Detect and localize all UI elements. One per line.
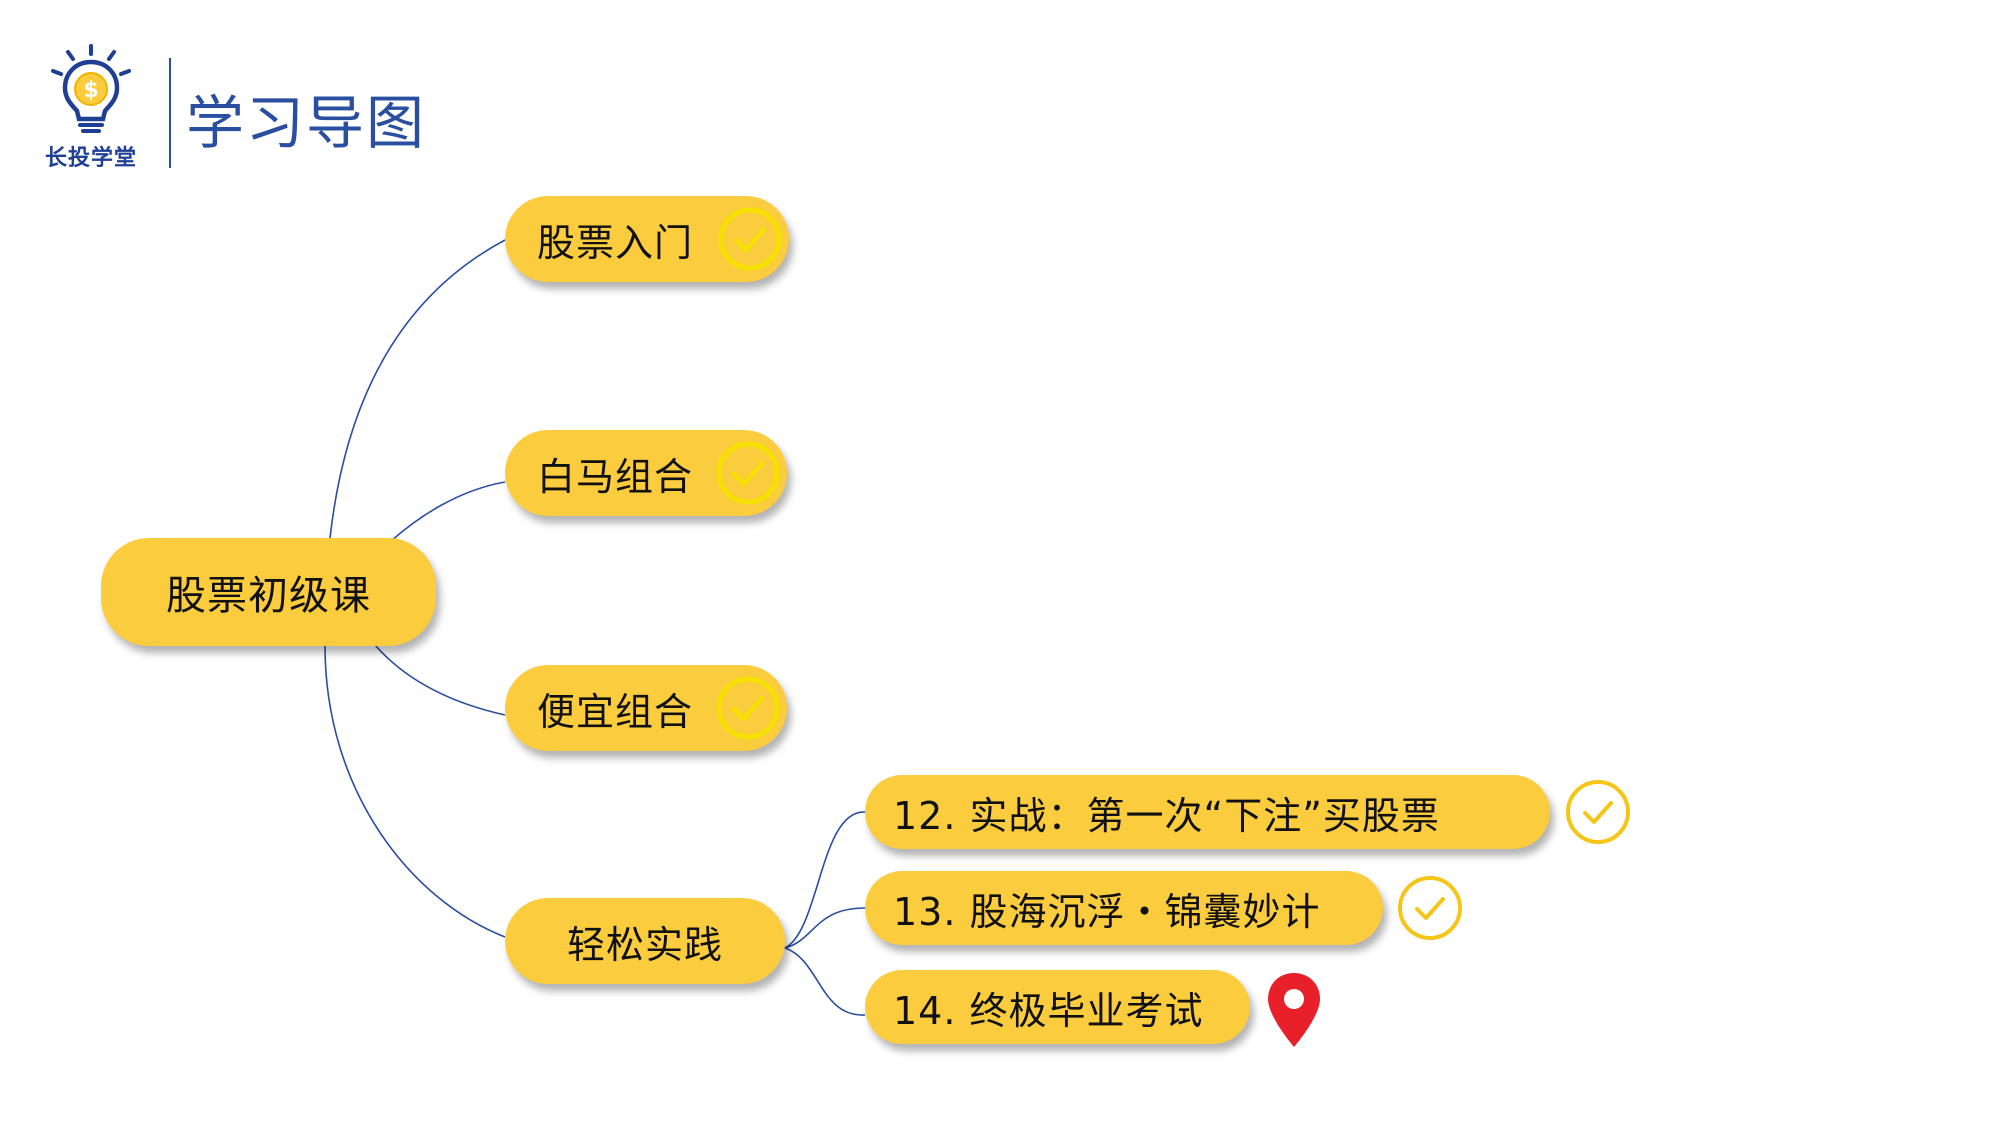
svg-text:$: $ <box>83 78 98 103</box>
leaf-node-label: 12. 实战：第一次“下注”买股票 <box>893 793 1440 838</box>
check-circle-icon <box>718 207 782 271</box>
check-circle-icon <box>716 676 780 740</box>
leaf-node-lesson-12[interactable]: 12. 实战：第一次“下注”买股票 <box>865 775 1550 849</box>
page-title: 学习导图 <box>186 89 427 157</box>
connector-root-to-branch-4 <box>324 645 506 938</box>
leaf-node-label: 14. 终极毕业考试 <box>893 988 1204 1033</box>
leaf-node-label: 13. 股海沉浮・锦囊妙计 <box>893 889 1321 934</box>
leaf-node-lesson-14[interactable]: 14. 终极毕业考试 <box>865 970 1250 1044</box>
connector-root-to-branch-2 <box>389 481 506 543</box>
leaf-node-lesson-13[interactable]: 13. 股海沉浮・锦囊妙计 <box>865 871 1383 945</box>
lightbulb-dollar-icon: $ <box>51 44 131 133</box>
brand-logo: $ 长投学堂 <box>36 44 146 174</box>
connector-root-to-branch-3 <box>374 644 506 716</box>
branch-node-blue-chip[interactable]: 白马组合 <box>505 430 787 516</box>
location-pin-icon <box>1268 973 1320 1047</box>
connector-branch-4-to-leaf-2 <box>784 907 866 949</box>
branch-node-label: 股票入门 <box>537 220 694 265</box>
check-circle-icon <box>1566 780 1630 844</box>
header-divider <box>169 58 171 168</box>
connector-branch-4-to-leaf-1 <box>784 811 866 949</box>
brand-name: 长投学堂 <box>44 146 137 171</box>
connector-root-to-branch-1 <box>329 239 506 539</box>
check-circle-icon <box>716 441 780 505</box>
mindmap-root-node[interactable]: 股票初级课 <box>101 538 436 646</box>
check-circle-icon <box>1398 876 1462 940</box>
branch-node-label: 便宜组合 <box>537 689 694 734</box>
branch-node-label: 轻松实践 <box>566 922 723 967</box>
root-node-label: 股票初级课 <box>166 573 371 619</box>
branch-node-practice[interactable]: 轻松实践 <box>505 898 785 984</box>
branch-node-label: 白马组合 <box>537 454 694 499</box>
branch-node-value[interactable]: 便宜组合 <box>505 665 787 751</box>
branch-node-stock-intro[interactable]: 股票入门 <box>505 196 789 282</box>
connector-branch-4-to-leaf-3 <box>784 947 866 1016</box>
